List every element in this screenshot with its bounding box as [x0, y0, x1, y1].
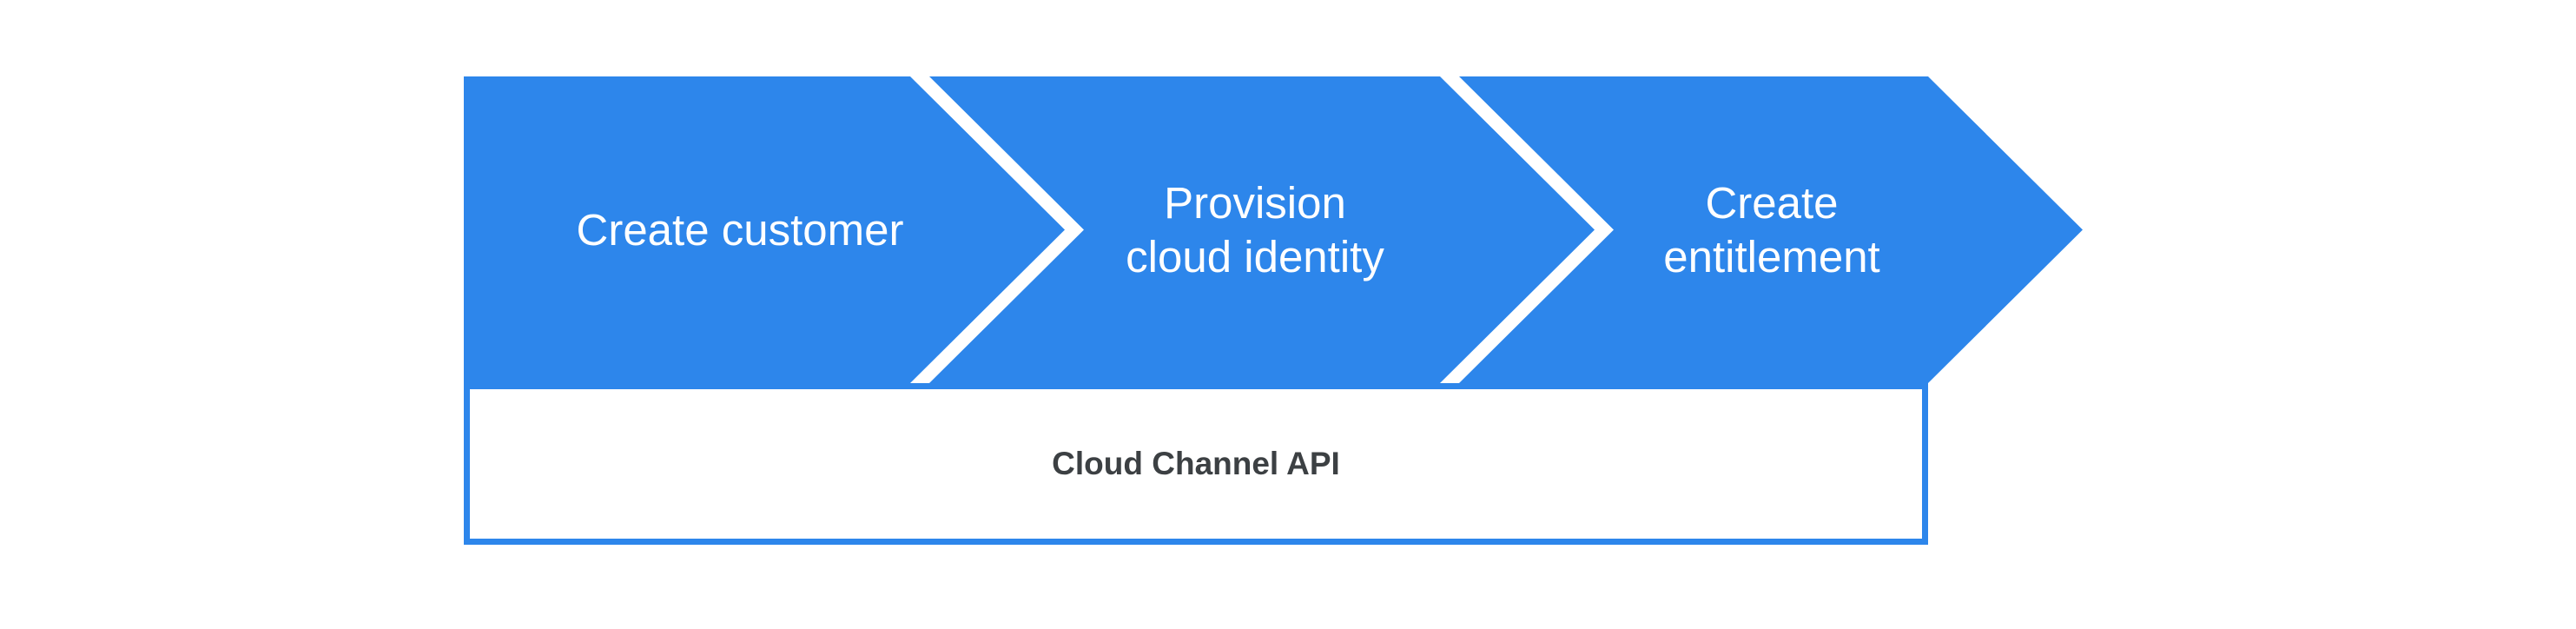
chevron-segment-create-customer: [464, 76, 1065, 383]
chevron-segment-create-entitlement: [1459, 76, 2083, 383]
chevron-arrow-shapes: [464, 76, 2083, 383]
cloud-channel-api-box: Cloud Channel API: [464, 383, 1928, 545]
chevron-arrow-banner: Create customer Provision cloud identity…: [464, 76, 2083, 383]
cloud-channel-api-label: Cloud Channel API: [1052, 446, 1340, 481]
chevron-segment-provision-cloud-identity: [929, 76, 1595, 383]
